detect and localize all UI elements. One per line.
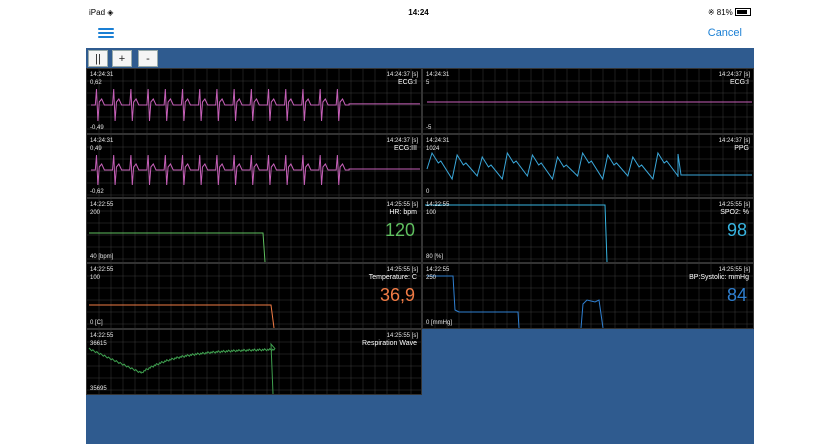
status-battery: ※ 81% [708,8,751,17]
y-max-label: 100 [90,275,101,281]
temp-trace [89,304,275,328]
spo2-trace [425,204,608,262]
time-start-label: 14:22:55 [90,333,114,339]
hr-value: 120 [384,220,415,240]
y-min-label: -5 [426,125,432,131]
spo2-value: 98 [726,220,747,240]
hr-panel[interactable]: 14:22:55 14:25:55 [s] 200 40 [bpm] HR: bpm 12… [86,198,422,263]
time-start-label: 14:24:31 [90,72,114,78]
time-end-label: 14:25:55 [s] [718,267,750,273]
ppg-panel[interactable]: 14:24:31 14:24:37 [s] 1024 0 PPG [422,134,754,198]
panel-title: ECG:I [397,79,417,86]
y-max-label: 250 [426,275,437,281]
time-start-label: 14:24:31 [90,138,114,144]
time-start-label: 14:24:31 [426,72,450,78]
cancel-button[interactable]: Cancel [707,27,742,39]
ecg3-waveform [87,135,421,197]
menu-icon[interactable] [98,26,114,40]
temp-value: 36,9 [379,285,415,305]
y-min-label: 40 [bpm] [90,254,114,260]
y-min-label: 35695 [90,386,107,392]
spo2-panel[interactable]: 14:22:55 14:25:55 [s] 100 80 [%] SPO2: % 98 [422,198,754,263]
time-end-label: 14:25:55 [s] [386,267,418,273]
time-start-label: 14:22:55 [90,202,114,208]
zoom-in-button[interactable]: + [112,50,132,67]
temp-waveform [87,264,421,328]
y-min-label: -0,62 [90,189,104,195]
time-end-label: 14:24:37 [s] [718,72,750,78]
ecg2-panel[interactable]: 14:24:31 14:24:37 [s] 5 -5 ECG:I [422,68,754,134]
ecg1-waveform [87,69,421,133]
y-min-label: 0 [mmHg] [426,320,453,326]
y-max-label: 100 [426,210,437,216]
time-end-label: 14:24:37 [s] [386,138,418,144]
ecg3-panel[interactable]: 14:24:31 14:24:37 [s] 0,49 -0,62 ECG:III [86,134,422,198]
pause-button[interactable]: || [88,50,108,67]
ecg1-trace [91,88,420,122]
y-min-label: -0,49 [90,125,104,131]
time-end-label: 14:25:55 [s] [386,333,418,339]
panel-title: Respiration Wave [362,340,417,347]
panel-title: PPG [734,145,749,152]
y-max-label: 5 [426,80,430,86]
panel-title: HR: bpm [389,209,417,216]
y-max-label: 0,62 [90,80,102,86]
panel-title: BP:Systolic: mmHg [689,274,749,281]
nav-bar: Cancel [86,20,754,48]
y-min-label: 0 [C] [90,320,103,326]
chart-toolbar: || + - [86,48,162,68]
panel-title: ECG:III [394,145,417,152]
ecg2-waveform [423,69,753,133]
spo2-waveform [423,199,753,262]
zoom-out-button[interactable]: - [138,50,158,67]
y-max-label: 200 [90,210,101,216]
resp-waveform [87,330,421,394]
time-start-label: 14:24:31 [426,138,450,144]
time-start-label: 14:22:55 [90,267,114,273]
resp-trace [88,342,276,394]
wifi-icon: ◈ [107,8,114,17]
battery-icon [735,8,751,16]
bp-panel[interactable]: 14:22:55 14:25:55 [s] 250 0 [mmHg] BP:Systol… [422,263,754,329]
status-time: 14:24 [408,8,429,17]
y-min-label: 80 [%] [426,254,444,260]
time-end-label: 14:24:37 [s] [386,72,418,78]
bp-trace [427,275,604,328]
ppg-trace [426,151,752,181]
panel-title: SPO2: % [720,209,749,216]
y-max-label: 0,49 [90,146,102,152]
y-min-label: 0 [426,189,430,195]
status-device: iPad ◈ [89,8,114,17]
time-end-label: 14:25:55 [s] [718,202,750,208]
bp-waveform [423,264,753,328]
time-end-label: 14:24:37 [s] [718,138,750,144]
temp-panel[interactable]: 14:22:55 14:25:55 [s] 100 0 [C] Temperature:… [86,263,422,329]
y-max-label: 1024 [426,146,440,152]
ecg1-panel[interactable]: 14:24:31 14:24:37 [s] 0,62 -0,49 ECG:I [86,68,422,134]
bluetooth-icon: ※ [707,8,715,17]
status-bar: iPad ◈ 14:24 ※ 81% [0,0,837,20]
bp-value: 84 [726,285,747,305]
panel-title: ECG:I [729,79,749,86]
resp-panel[interactable]: 14:22:55 14:25:55 [s] 36615 35695 Respiratio… [86,329,422,395]
hr-trace [89,232,266,262]
time-start-label: 14:22:55 [426,267,450,273]
time-end-label: 14:25:55 [s] [386,202,418,208]
hr-waveform [87,199,421,262]
y-max-label: 36615 [90,341,107,347]
panel-title: Temperature: C [368,274,417,281]
time-start-label: 14:22:55 [426,202,450,208]
ppg-waveform [423,135,753,197]
ecg3-trace [91,154,420,186]
